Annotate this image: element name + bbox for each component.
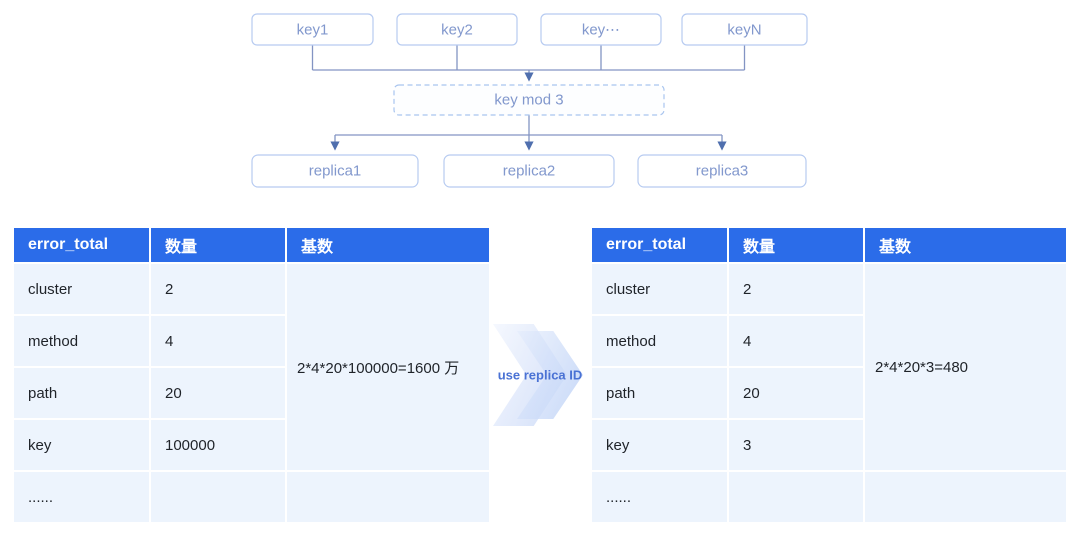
node-key-mod-3: key mod 3 <box>393 84 665 116</box>
node-replica3: replica3 <box>637 154 807 188</box>
table-cell-label: key <box>592 420 727 470</box>
node-replica2-label: replica2 <box>503 163 556 180</box>
node-keyN-label: keyN <box>727 22 761 39</box>
node-replica3-label: replica3 <box>696 163 749 180</box>
table-cell-count: 4 <box>151 316 285 366</box>
column-header-cardinality: 基数 <box>865 228 1066 262</box>
table-cell-label: path <box>592 368 727 418</box>
column-header-count: 数量 <box>151 228 285 262</box>
table-cell-label: ...... <box>14 472 149 522</box>
column-header-cardinality: 基数 <box>287 228 489 262</box>
table-cell-count <box>151 472 285 522</box>
table-cell-label: path <box>14 368 149 418</box>
table-cell-count: 20 <box>729 368 863 418</box>
table-cell-count: 4 <box>729 316 863 366</box>
table-cell-label: method <box>592 316 727 366</box>
table-cell-empty <box>865 472 1066 522</box>
table-cell-count: 20 <box>151 368 285 418</box>
transform-arrow: use replica ID <box>491 324 589 426</box>
table-cell-count: 3 <box>729 420 863 470</box>
column-header-error-total: error_total <box>592 228 727 262</box>
column-header-count: 数量 <box>729 228 863 262</box>
node-key1-label: key1 <box>297 22 329 39</box>
node-replica1-label: replica1 <box>309 163 362 180</box>
key-sharding-flow-diagram: key1 key2 key⋯ keyN key mod 3 replica1 r… <box>251 13 808 188</box>
node-key1: key1 <box>251 13 374 46</box>
table-cell-label: ...... <box>592 472 727 522</box>
table-cell-label: cluster <box>592 264 727 314</box>
node-key-mod-3-label: key mod 3 <box>494 92 563 109</box>
table-cell-count: 100000 <box>151 420 285 470</box>
table-cell-count <box>729 472 863 522</box>
table-cell-count: 2 <box>729 264 863 314</box>
node-key-ellipsis: key⋯ <box>540 13 662 46</box>
node-key-ellipsis-label: key⋯ <box>582 22 620 39</box>
table-cell-label: key <box>14 420 149 470</box>
node-key2: key2 <box>396 13 518 46</box>
table-cell-count: 2 <box>151 264 285 314</box>
table-cell-label: method <box>14 316 149 366</box>
table-cell-label: cluster <box>14 264 149 314</box>
node-key2-label: key2 <box>441 22 473 39</box>
cardinality-table-before: error_total 数量 基数 cluster 2 method 4 pat… <box>14 228 489 522</box>
cardinality-result-cell: 2*4*20*3=480 <box>865 264 1066 470</box>
column-header-error-total: error_total <box>14 228 149 262</box>
transform-arrow-label: use replica ID <box>497 367 583 383</box>
cardinality-result-cell: 2*4*20*100000=1600 万 <box>287 264 489 470</box>
node-replica1: replica1 <box>251 154 419 188</box>
node-keyN: keyN <box>681 13 808 46</box>
table-cell-empty <box>287 472 489 522</box>
cardinality-table-after: error_total 数量 基数 cluster 2 method 4 pat… <box>592 228 1066 522</box>
node-replica2: replica2 <box>443 154 615 188</box>
